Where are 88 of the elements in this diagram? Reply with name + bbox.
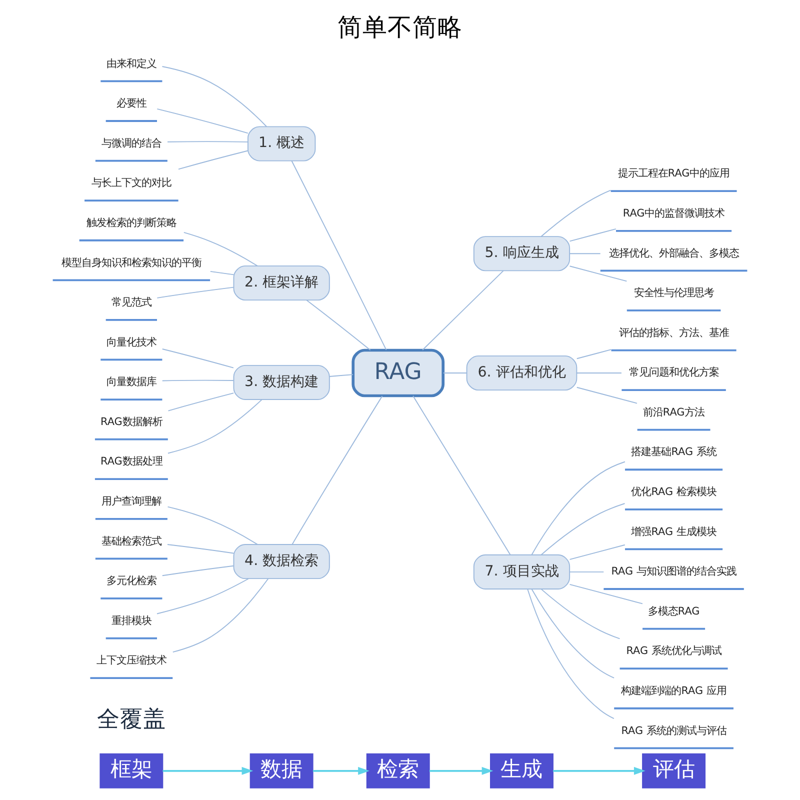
connector xyxy=(167,544,234,554)
node-box: 生成 xyxy=(490,753,554,788)
connector xyxy=(576,386,638,404)
arrow xyxy=(312,766,370,775)
node-text: 向量化技术 xyxy=(106,336,156,348)
node-text: 用户查询理解 xyxy=(101,495,162,508)
node-box: 框架 xyxy=(100,753,164,788)
connector xyxy=(422,270,504,350)
diagram-title: 简单不简略 xyxy=(338,12,462,42)
connector xyxy=(412,395,511,556)
connector xyxy=(167,141,248,142)
arrow xyxy=(429,766,494,775)
node-box: 5. 响应生成 xyxy=(473,236,570,272)
connector xyxy=(531,461,626,556)
node-text: RAG 系统优化与调试 xyxy=(626,645,722,658)
node-text: 评估的指标、方法、基准 xyxy=(618,326,729,339)
node-text: 构建端到端的RAG 应用 xyxy=(621,684,726,697)
connector xyxy=(569,544,626,560)
node-box: 6. 评估和优化 xyxy=(466,355,578,391)
node-text: RAG数据处理 xyxy=(100,456,162,468)
node-text: 提示工程在RAG中的应用 xyxy=(618,168,730,180)
arrow xyxy=(553,766,646,775)
node-text: RAG中的监督微调技术 xyxy=(622,207,725,220)
connector xyxy=(527,588,614,720)
node-text: 模型自身知识和检索知识的平衡 xyxy=(61,256,202,269)
connector xyxy=(576,372,622,374)
node-text: 重排模块 xyxy=(111,614,152,627)
caption: 全覆盖 xyxy=(96,706,166,733)
node-text: 选择优化、外部融合、多模态 xyxy=(608,247,739,260)
connector xyxy=(168,399,262,454)
node-text: RAG 与知识图谱的结合实践 xyxy=(611,566,736,578)
node-text: 与长上下文的对比 xyxy=(91,177,172,190)
node-box: 7. 项目实战 xyxy=(473,554,570,590)
connector xyxy=(306,300,371,351)
node-box: 3. 数据构建 xyxy=(233,364,330,400)
connector xyxy=(156,578,249,614)
node-text: 多模态RAG xyxy=(648,605,700,618)
connector xyxy=(162,66,268,128)
connector xyxy=(576,349,612,360)
connector xyxy=(292,396,383,545)
arrow xyxy=(162,766,254,775)
node-text: 上下文压缩技术 xyxy=(96,654,166,667)
node-box: 检索 xyxy=(366,753,430,788)
connector xyxy=(156,286,234,298)
node-text: 优化RAG 检索模块 xyxy=(631,486,716,498)
connector xyxy=(162,348,234,368)
connector xyxy=(569,253,601,254)
node-text: 触发检索的判断策略 xyxy=(86,216,176,229)
node-text: 由来和定义 xyxy=(106,58,156,70)
connector xyxy=(172,578,269,653)
node-box: 1. 概述 xyxy=(247,126,316,162)
connector xyxy=(569,584,643,604)
node-box: RAG xyxy=(352,348,445,398)
connector xyxy=(442,372,468,374)
connector xyxy=(210,270,234,276)
node-text: RAG 系统的测试与评估 xyxy=(621,724,726,737)
node-text: 搭建基础RAG 系统 xyxy=(631,446,716,458)
connector xyxy=(569,266,628,282)
node-text: 常见范式 xyxy=(111,296,152,309)
node-text: 多元化检索 xyxy=(106,575,156,588)
node-text: RAG数据解析 xyxy=(100,416,162,428)
connector xyxy=(540,503,626,556)
node-text: 必要性 xyxy=(116,98,146,110)
node-text: 基础检索范式 xyxy=(101,535,162,548)
connector xyxy=(167,506,258,545)
node-text: 向量数据库 xyxy=(106,376,156,388)
connector xyxy=(183,232,258,266)
node-box: 数据 xyxy=(250,753,314,788)
connector xyxy=(540,190,612,237)
node-text: 与微调的结合 xyxy=(101,137,162,150)
connector xyxy=(168,392,234,412)
node-box: 2. 框架详解 xyxy=(233,265,330,301)
connector xyxy=(162,380,234,382)
connector xyxy=(162,565,234,576)
node-box: 4. 数据检索 xyxy=(233,544,330,580)
connector xyxy=(540,588,620,640)
connector xyxy=(156,108,248,134)
connector xyxy=(178,150,248,170)
node-text: 增强RAG 生成模块 xyxy=(631,526,716,538)
connector xyxy=(329,374,354,377)
connector xyxy=(291,160,387,350)
node-text: 常见问题和优化方案 xyxy=(628,366,719,379)
connector xyxy=(569,228,616,242)
node-text: 安全性与伦理思考 xyxy=(634,287,714,300)
node-box: 评估 xyxy=(642,753,706,788)
connector xyxy=(531,588,615,678)
node-text: 前沿RAG方法 xyxy=(642,406,705,418)
connector xyxy=(569,571,604,572)
